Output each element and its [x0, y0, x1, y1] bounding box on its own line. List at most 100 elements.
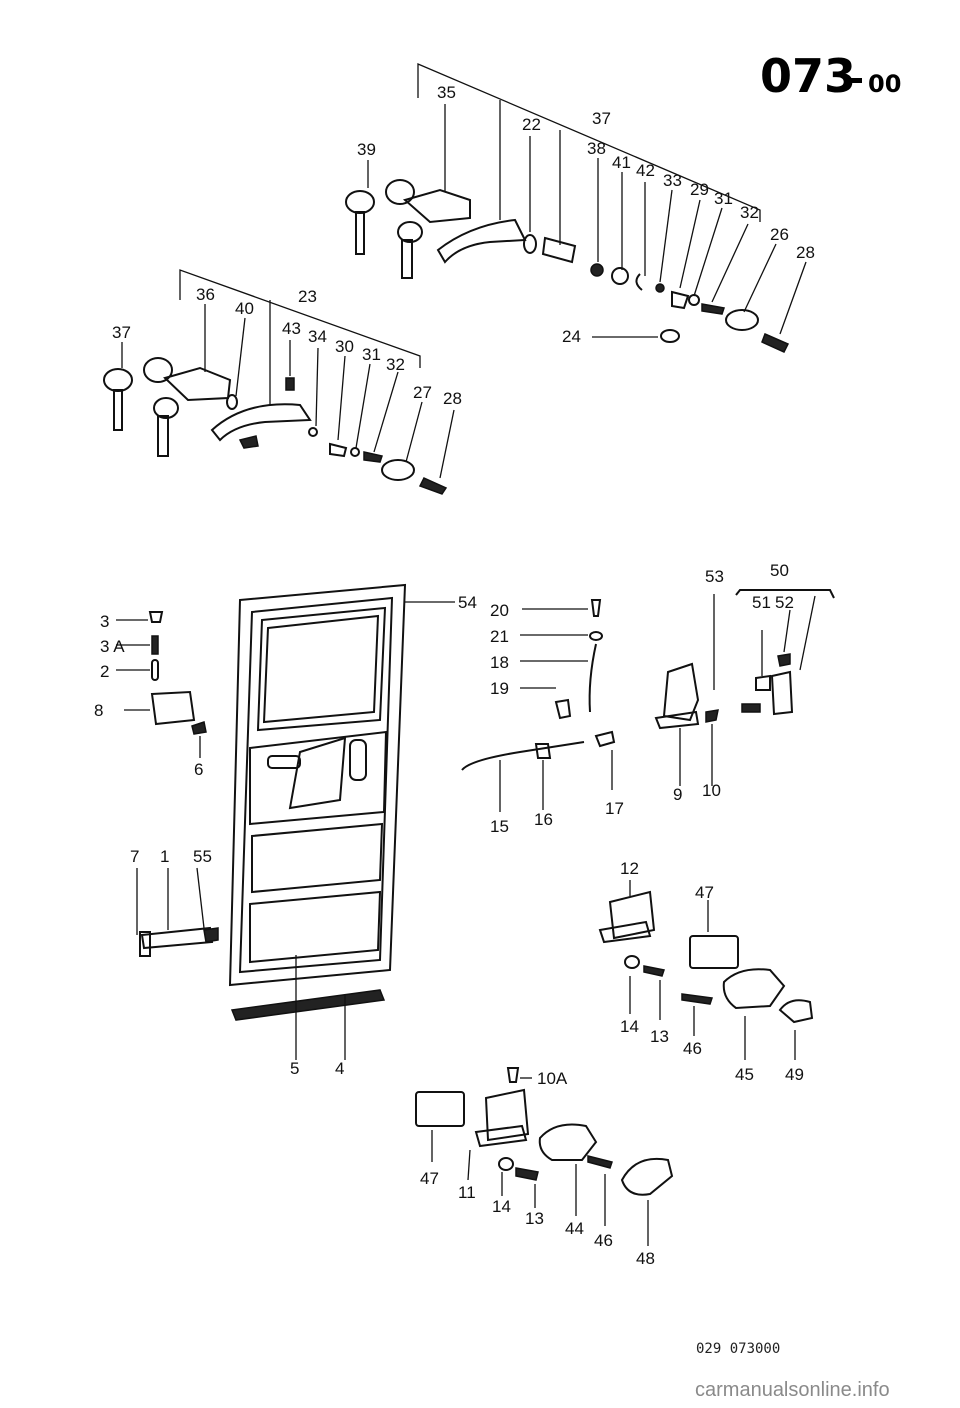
part-label-44: 44 [565, 1219, 584, 1238]
watermark: carmanualsonline.info [695, 1379, 890, 1401]
part-label-1: 1 [160, 847, 169, 866]
part-label-12: 12 [620, 859, 639, 878]
door-lock-mechanism [654, 589, 835, 786]
part-label-3a: 3 A [100, 637, 125, 656]
part-label-43: 43 [282, 319, 301, 338]
part-label-32: 32 [386, 355, 405, 374]
rear-door-panel [228, 583, 455, 1060]
part-label-38: 38 [587, 139, 606, 158]
upper-screw-icon [761, 332, 790, 353]
part-label-37: 37 [112, 323, 131, 342]
header-code-main: 073 [760, 49, 856, 103]
part-label-45: 45 [735, 1065, 754, 1084]
inner-handle-housing-icon [608, 890, 656, 940]
part-label-35: 35 [437, 83, 456, 102]
upper-lock-set [345, 63, 807, 353]
part-label-31: 31 [362, 345, 381, 364]
inner-handle-set-b [415, 1067, 674, 1246]
upper-key-icon [345, 190, 375, 255]
part-label-48: 48 [636, 1249, 655, 1268]
lower-lock-set [103, 269, 455, 495]
part-label-14: 14 [620, 1017, 639, 1036]
part-label-4: 4 [335, 1059, 344, 1078]
part-label-3: 3 [100, 612, 109, 631]
rod-upper-icon [588, 643, 597, 713]
part-label-53: 53 [705, 567, 724, 586]
handle-cover-icon [620, 1158, 674, 1196]
upper-spring-icon [541, 236, 577, 264]
part-label-51: 51 [752, 593, 771, 612]
part-label-2: 2 [100, 662, 109, 681]
rod-lower-icon [461, 741, 585, 771]
part-label-19: 19 [490, 679, 509, 698]
part-label-27: 27 [413, 383, 432, 402]
inner-handle-housing-b-icon [484, 1088, 530, 1142]
upper-lock-cylinder-icon [385, 179, 471, 279]
part-label-29: 29 [690, 180, 709, 199]
part-label-36: 36 [196, 285, 215, 304]
part-label-10: 10 [702, 781, 721, 800]
part-label-30: 30 [335, 337, 354, 356]
part-label-26: 26 [770, 225, 789, 244]
part-label-33: 33 [663, 171, 682, 190]
door-lock-icon [662, 662, 700, 722]
part-label-39: 39 [357, 140, 376, 159]
lower-handle-icon [210, 403, 312, 442]
inner-handle-trim-icon [689, 935, 739, 969]
part-label-6: 6 [194, 760, 203, 779]
lower-lock-cylinder-icon [143, 357, 232, 457]
part-label-11: 11 [458, 1183, 476, 1202]
part-label-15: 15 [490, 817, 509, 836]
part-label-40: 40 [235, 299, 254, 318]
check-strap-icon [140, 926, 214, 950]
upper-escutcheon-icon [725, 309, 759, 331]
part-label-18: 18 [490, 653, 509, 672]
rod-clip-icon [590, 599, 602, 617]
door-window-opening [256, 606, 387, 732]
inner-handle-bezel-b-icon [538, 1123, 598, 1161]
part-label-47: 47 [695, 883, 714, 902]
lower-key-icon [103, 368, 133, 392]
inner-handle-set-a [598, 880, 814, 1060]
part-label-50: 50 [770, 561, 789, 580]
part-label-31: 31 [714, 189, 733, 208]
lower-escutcheon-icon [381, 459, 415, 481]
part-label-16: 16 [534, 810, 553, 829]
part-label-22: 22 [522, 115, 541, 134]
upper-o-ring-icon [523, 234, 537, 254]
inner-handle-trim-b-icon [415, 1091, 465, 1127]
part-label-42: 42 [636, 161, 655, 180]
part-label-28: 28 [443, 389, 462, 408]
door-outer-frame [228, 583, 407, 987]
part-label-8: 8 [94, 701, 103, 720]
striker-icon [770, 670, 794, 716]
part-label-41: 41 [612, 153, 631, 172]
part-label-5: 5 [290, 1059, 299, 1078]
upper-handle-icon [436, 218, 527, 264]
part-label-54: 54 [458, 593, 477, 612]
part-label-34: 34 [308, 327, 327, 346]
door-lower-panel [249, 890, 382, 964]
part-label-52: 52 [775, 593, 794, 612]
part-label-46: 46 [594, 1231, 613, 1250]
part-label-24: 24 [562, 327, 581, 346]
part-label-10a: 10A [537, 1069, 568, 1088]
figure-reference: 029 073000 [696, 1341, 780, 1357]
part-label-23: 23 [298, 287, 317, 306]
header-dash [848, 78, 862, 83]
part-label-14: 14 [492, 1197, 511, 1216]
lower-screw-icon [418, 477, 448, 495]
part-label-7: 7 [130, 847, 139, 866]
part-label-13: 13 [525, 1209, 544, 1228]
hinge-cap-icon [148, 611, 164, 623]
part-label-21: 21 [490, 627, 509, 646]
part-label-20: 20 [490, 601, 509, 620]
part-label-17: 17 [605, 799, 624, 818]
part-label-47: 47 [420, 1169, 439, 1188]
part-label-49: 49 [785, 1065, 804, 1084]
hinge-parts [116, 611, 219, 957]
part-label-32: 32 [740, 203, 759, 222]
header-code-sub: 00 [868, 70, 901, 98]
